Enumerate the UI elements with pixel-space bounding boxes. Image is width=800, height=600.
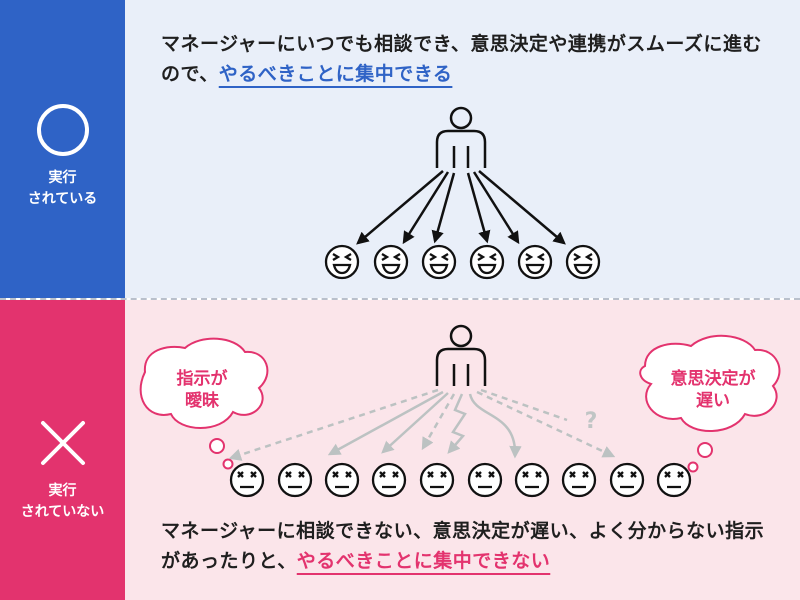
good-status-line1: 実行 [48,170,77,186]
good-caption-highlight: やるべきことに集中できる [218,63,453,85]
blank-face-icon [467,462,503,498]
bad-illustration: 指示が 曖昧 意思決定が 遅い [139,324,781,498]
good-status-line2: されている [27,191,98,207]
good-status-panel: 実行 されている [0,0,125,298]
bad-caption-highlight: やるべきことに集中できない [296,550,551,572]
blank-face-icon [514,462,550,498]
bubble-left-text-line1: 指示が [177,368,228,389]
thought-bubble-right: 意思決定が 遅い [639,334,781,473]
happy-face-icon [324,244,360,280]
good-status-label: 実行 されている [28,168,98,210]
blank-face-icon [229,462,265,498]
good-caption: マネージャーにいつでも相談でき、意思決定や連携がスムーズに進むので、やるべきこと… [161,29,781,89]
bubble-right-text-line1: 意思決定が [671,368,756,389]
section-divider [0,298,800,300]
manager-icon [435,324,487,386]
blank-face-icon [324,462,360,498]
bad-status-line1: 実行 [48,483,77,499]
sad-team [229,462,692,498]
blank-face-icon [419,462,455,498]
cross-icon [40,421,85,465]
question-mark: ? [585,409,598,434]
blank-face-icon [277,462,313,498]
bad-status-label: 実行 されていない [21,481,105,523]
blank-face-icon [561,462,597,498]
blank-face-icon [609,462,645,498]
bad-status-panel: 実行 されていない [0,300,125,600]
circle-icon [36,104,89,156]
happy-face-icon [517,244,553,280]
happy-face-icon [421,244,457,280]
happy-team [324,244,601,280]
thought-bubble-left: 指示が 曖昧 [139,337,269,470]
good-caption-text: マネージャーにいつでも相談でき、意思決定や連携がスムーズに進むので、 [161,33,762,85]
blank-face-icon [656,462,692,498]
manager-icon [435,106,487,168]
bad-caption: マネージャーに相談できない、意思決定が遅い、よく分からない指示があったりと、やる… [161,516,771,576]
bad-scenario: 指示が 曖昧 意思決定が 遅い [125,300,800,600]
happy-face-icon [373,244,409,280]
bad-caption-text: マネージャーに相談できない、意思決定が遅い、よく分からない指示があったりと、 [161,520,765,572]
bubble-left-text-line2: 曖昧 [185,390,220,411]
delegation-arrows [356,170,566,245]
bubble-right-text-line2: 遅い [696,391,730,411]
confused-arrows [228,388,616,461]
blank-face-icon [371,462,407,498]
bad-status-line2: されていない [20,504,105,520]
happy-face-icon [469,244,505,280]
good-scenario: マネージャーにいつでも相談でき、意思決定や連携がスムーズに進むので、やるべきこと… [125,0,800,298]
good-illustration [324,106,601,280]
happy-face-icon [565,244,601,280]
